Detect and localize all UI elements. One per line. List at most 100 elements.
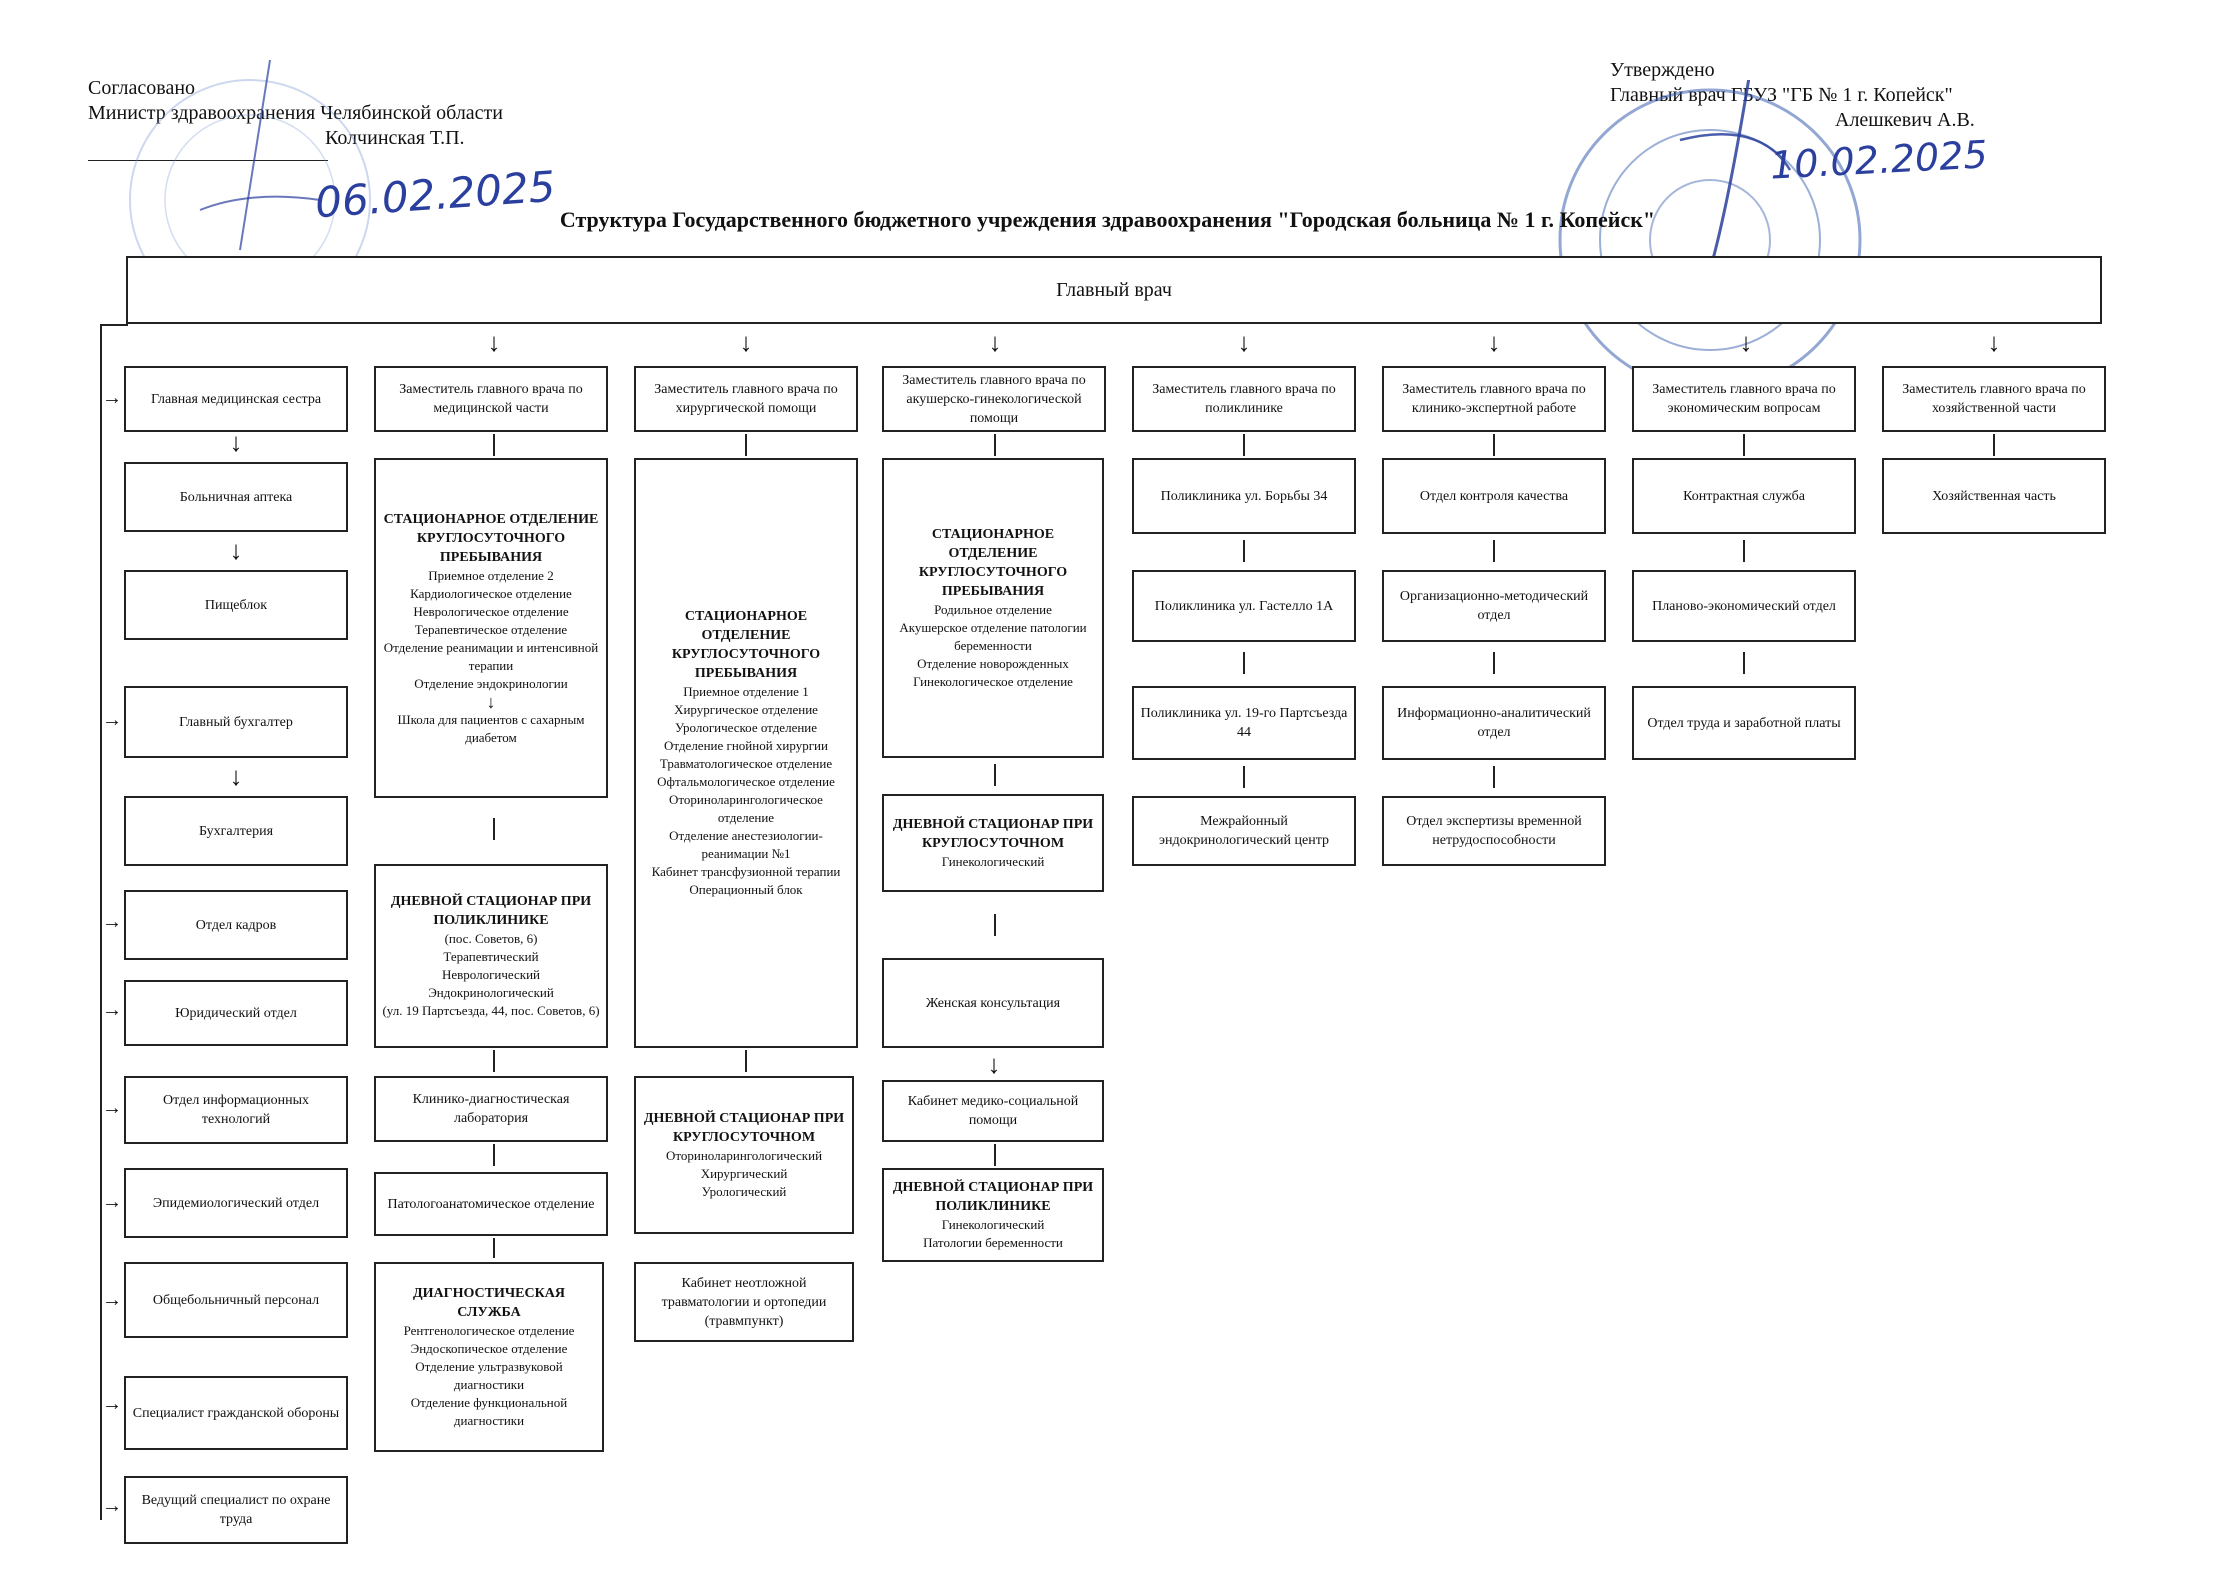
arrow-down-icon: ↓ bbox=[486, 691, 496, 712]
diag-item: Рентгенологическое отделение bbox=[403, 1323, 575, 1338]
planning-dept: Планово-экономический отдел bbox=[1632, 570, 1856, 642]
connector-line bbox=[745, 1050, 747, 1072]
left-box-labor-safety: Ведущий специалист по охране труда bbox=[124, 1476, 348, 1544]
deputy-medical-patho: Патологоанатомическое отделение bbox=[374, 1172, 608, 1236]
arrow-down-icon: ↓ bbox=[1487, 328, 1501, 357]
day-title: ДНЕВНОЙ СТАЦИОНАР ПРИ ПОЛИКЛИНИКЕ bbox=[390, 894, 592, 928]
box-label: Заместитель главного врача по хозяйствен… bbox=[1902, 382, 2086, 416]
connector-line bbox=[1493, 434, 1495, 456]
left-box-legal: Юридический отдел bbox=[124, 980, 348, 1046]
day-item: Оториноларингологический bbox=[665, 1148, 823, 1163]
box-label: Отдел кадров bbox=[195, 917, 277, 933]
day-title: ДНЕВНОЙ СТАЦИОНАР ПРИ КРУГЛОСУТОЧНОМ bbox=[643, 1111, 845, 1145]
diag-item: Отделение ультразвуковой диагностики bbox=[415, 1359, 563, 1392]
stamp-right bbox=[1558, 80, 1862, 392]
box-label: Эпидемиологический отдел bbox=[152, 1195, 320, 1211]
deputy-surgery-trauma: Кабинет неотложной травматологии и ортоп… bbox=[634, 1262, 854, 1342]
arrow-right-icon: → bbox=[102, 387, 122, 409]
deputy-surgery-day: ДНЕВНОЙ СТАЦИОНАР ПРИ КРУГЛОСУТОЧНОМ Ото… bbox=[634, 1076, 854, 1234]
left-box-catering: Пищеблок bbox=[124, 570, 348, 640]
day-item: (пос. Советов, 6) bbox=[444, 931, 538, 946]
connector-line bbox=[994, 764, 996, 786]
box-label: Заместитель главного врача по клинико-эк… bbox=[1402, 382, 1586, 416]
analytic-dept: Информационно-аналитический отдел bbox=[1382, 686, 1606, 760]
polyclinic-borby: Поликлиника ул. Борьбы 34 bbox=[1132, 458, 1356, 534]
polyclinic-partsezd: Поликлиника ул. 19-го Партсъезда 44 bbox=[1132, 686, 1356, 760]
ward-title: СТАЦИОНАРНОЕ ОТДЕЛЕНИЕ КРУГЛОСУТОЧНОГО П… bbox=[671, 609, 821, 681]
connector-line bbox=[1493, 766, 1495, 788]
connector-line bbox=[994, 1144, 996, 1166]
arrow-right-icon: → bbox=[102, 1191, 122, 1213]
connector-line bbox=[994, 434, 996, 456]
diag-title: ДИАГНОСТИЧЕСКАЯ СЛУЖБА bbox=[413, 1286, 565, 1320]
deputy-polyclinic-head: Заместитель главного врача по поликлиник… bbox=[1132, 366, 1356, 432]
diag-item: Эндоскопическое отделение bbox=[410, 1341, 568, 1356]
diag-item: Отделение функциональной диагностики bbox=[410, 1395, 568, 1428]
arrow-right-icon: → bbox=[102, 1289, 122, 1311]
ward-item: Офтальмологическое отделение bbox=[657, 774, 835, 789]
box-label: Заместитель главного врача по хирургичес… bbox=[654, 382, 838, 416]
arrow-right-icon: → bbox=[102, 1393, 122, 1415]
approval-right-name: Алешкевич А.В. bbox=[1835, 109, 1975, 131]
box-label: Отдел контроля качества bbox=[1419, 488, 1569, 504]
connector-line bbox=[493, 1144, 495, 1166]
connector-line bbox=[1993, 434, 1995, 456]
disability-expert-dept: Отдел экспертизы временной нетрудоспособ… bbox=[1382, 796, 1606, 866]
ward-item: Оториноларингологическое отделение bbox=[669, 792, 823, 825]
box-label: Отдел экспертизы временной нетрудоспособ… bbox=[1406, 814, 1582, 848]
day-item: Урологический bbox=[701, 1184, 787, 1199]
arrow-right-icon: → bbox=[102, 709, 122, 731]
ward-item: Приемное отделение 2 bbox=[428, 567, 554, 583]
deputy-obstetric-day2: ДНЕВНОЙ СТАЦИОНАР ПРИ ПОЛИКЛИНИКЕ Гинеко… bbox=[882, 1168, 1104, 1262]
deputy-economic-head: Заместитель главного врача по экономичес… bbox=[1632, 366, 1856, 432]
left-box-epidemiology: Эпидемиологический отдел bbox=[124, 1168, 348, 1238]
endocrine-center: Межрайонный эндокринологический центр bbox=[1132, 796, 1356, 866]
left-box-it: Отдел информационных технологий bbox=[124, 1076, 348, 1144]
ward-title: СТАЦИОНАРНОЕ ОТДЕЛЕНИЕ КРУГЛОСУТОЧНОГО П… bbox=[383, 511, 599, 565]
ward-item: Отделение гнойной хирургии bbox=[664, 738, 828, 753]
box-label: Патологоанатомическое отделение bbox=[387, 1196, 595, 1212]
connector-line bbox=[745, 434, 747, 456]
box-label: Информационно-аналитический отдел bbox=[1397, 706, 1591, 740]
ward-item: Операционный блок bbox=[689, 882, 803, 897]
arrow-down-icon: ↓ bbox=[487, 328, 501, 357]
ward-item: Урологическое отделение bbox=[674, 720, 818, 735]
household-dept: Хозяйственная часть bbox=[1882, 458, 2106, 534]
box-label: Отдел информационных технологий bbox=[162, 1093, 310, 1127]
left-lane-line bbox=[100, 325, 102, 1520]
ward-item: Родильное отделение bbox=[934, 602, 1052, 617]
box-label: Поликлиника ул. Гастелло 1А bbox=[1154, 598, 1334, 614]
ward-item: Приемное отделение 1 bbox=[683, 684, 809, 699]
labor-wage-dept: Отдел труда и заработной платы bbox=[1632, 686, 1856, 760]
polyclinic-gastello: Поликлиника ул. Гастелло 1А bbox=[1132, 570, 1356, 642]
box-label: Межрайонный эндокринологический центр bbox=[1158, 814, 1330, 848]
ward-item: Хирургическое отделение bbox=[674, 702, 818, 717]
box-label: Бухгалтерия bbox=[198, 823, 274, 839]
methodical-dept: Организационно-методический отдел bbox=[1382, 570, 1606, 642]
connector-line bbox=[1243, 766, 1245, 788]
day-title: ДНЕВНОЙ СТАЦИОНАР ПРИ КРУГЛОСУТОЧНОМ bbox=[892, 817, 1094, 851]
box-label: Заместитель главного врача по акушерско-… bbox=[902, 372, 1086, 426]
day-item: Неврологический bbox=[441, 967, 541, 982]
arrow-right-icon: → bbox=[102, 1495, 122, 1517]
deputy-obstetric-social: Кабинет медико-социальной помощи bbox=[882, 1080, 1104, 1142]
deputy-surgery-head: Заместитель главного врача по хирургичес… bbox=[634, 366, 858, 432]
box-label: Поликлиника ул. Борьбы 34 bbox=[1160, 488, 1328, 504]
deputy-household-head: Заместитель главного врача по хозяйствен… bbox=[1882, 366, 2106, 432]
day-item: Терапевтический bbox=[443, 949, 539, 964]
chief-doctor-box: Главный врач bbox=[126, 256, 2102, 324]
arrow-right-icon: → bbox=[102, 1097, 122, 1119]
box-label: Юридический отдел bbox=[175, 1005, 297, 1021]
ward-item: Травматологическое отделение bbox=[659, 756, 833, 771]
box-label: Специалист гражданской обороны bbox=[132, 1405, 340, 1421]
left-box-hr: Отдел кадров bbox=[124, 890, 348, 960]
ward-item: Кабинет трансфузионной терапии bbox=[651, 864, 841, 879]
deputy-medical-ward: СТАЦИОНАРНОЕ ОТДЕЛЕНИЕ КРУГЛОСУТОЧНОГО П… bbox=[374, 458, 608, 798]
ward-school: Школа для пациентов с сахарным диабетом bbox=[397, 711, 585, 745]
signature-line-left bbox=[88, 160, 328, 161]
arrow-down-icon: ↓ bbox=[229, 762, 243, 791]
day-item: Патологии беременности bbox=[923, 1235, 1063, 1250]
ward-item: Кардиологическое отделение bbox=[410, 585, 572, 601]
box-label: Больничная аптека bbox=[179, 489, 293, 505]
chief-doctor-label: Главный врач bbox=[1056, 278, 1172, 301]
